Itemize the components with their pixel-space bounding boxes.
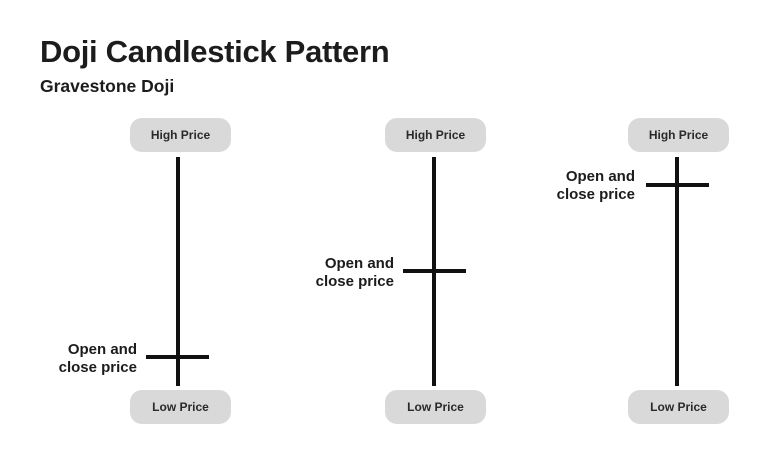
- high-price-pill: High Price: [130, 118, 231, 152]
- high-price-pill: High Price: [628, 118, 729, 152]
- high-price-pill: High Price: [385, 118, 486, 152]
- open-close-label: Open and close price: [27, 341, 137, 377]
- open-close-line: [403, 269, 466, 273]
- low-price-pill: Low Price: [130, 390, 231, 424]
- low-price-pill: Low Price: [385, 390, 486, 424]
- candle-wick: [176, 157, 180, 386]
- open-close-label: Open and close price: [284, 255, 394, 291]
- candle-wick: [675, 157, 679, 386]
- page-title: Doji Candlestick Pattern: [40, 34, 390, 69]
- open-close-label-line2: close price: [315, 273, 394, 290]
- open-close-label: Open and close price: [525, 168, 635, 204]
- low-price-pill: Low Price: [628, 390, 729, 424]
- open-close-label-line1: Open and: [324, 255, 394, 272]
- open-close-label-line2: close price: [58, 359, 137, 376]
- page-subtitle: Gravestone Doji: [40, 76, 175, 96]
- open-close-label-line2: close price: [556, 186, 635, 203]
- open-close-line: [146, 355, 209, 359]
- open-close-label-line1: Open and: [565, 168, 635, 185]
- open-close-line: [646, 183, 709, 187]
- open-close-label-line1: Open and: [67, 341, 137, 358]
